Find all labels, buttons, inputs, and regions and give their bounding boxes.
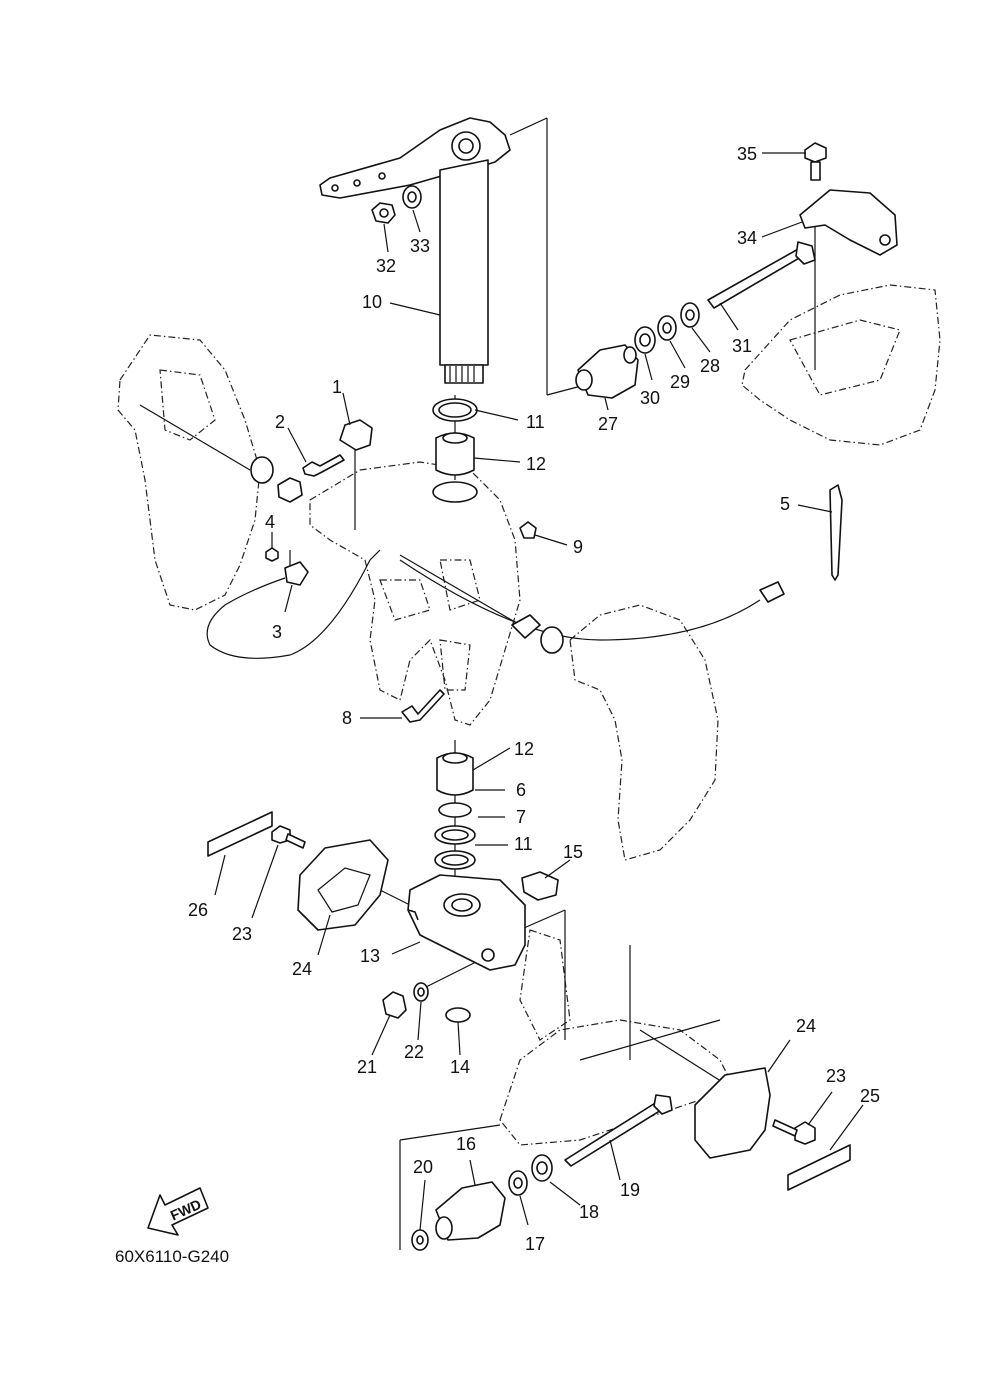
- callout-1: 1: [332, 377, 342, 397]
- callout-24-right: 24: [796, 1016, 816, 1036]
- callout-3: 3: [272, 622, 282, 642]
- grommet-9: [519, 521, 537, 539]
- steering-shaft: [439, 159, 489, 366]
- callout-23-left: 23: [232, 924, 252, 944]
- callout-7: 7: [516, 807, 526, 827]
- callout-28: 28: [700, 356, 720, 376]
- trim-switch-3: [284, 561, 309, 586]
- lower-cowling-mount: [741, 284, 941, 446]
- callout-16: 16: [456, 1134, 476, 1154]
- o-ring-6: [438, 802, 472, 818]
- bolt-23-right: [794, 1121, 816, 1145]
- clamp-bracket-right: [569, 604, 719, 861]
- callout-31: 31: [732, 336, 752, 356]
- callout-15: 15: [563, 842, 583, 862]
- label-26: [207, 811, 273, 857]
- exhaust-housing: [499, 929, 731, 1146]
- callout-leaders: [214, 152, 864, 1231]
- clip-14: [445, 1007, 471, 1023]
- callout-29: 29: [670, 372, 690, 392]
- bracket-34: [799, 189, 898, 256]
- callout-30: 30: [640, 388, 660, 408]
- callout-33: 33: [410, 236, 430, 256]
- cover-24-left: [297, 839, 389, 931]
- callout-25: 25: [860, 1086, 880, 1106]
- callout-14: 14: [450, 1057, 470, 1077]
- diagram-code: 60X6110-G240: [115, 1247, 229, 1266]
- callout-6: 6: [516, 780, 526, 800]
- callout-9: 9: [573, 537, 583, 557]
- callout-8: 8: [342, 708, 352, 728]
- callout-2: 2: [275, 412, 285, 432]
- callout-12-bottom: 12: [514, 739, 534, 759]
- callout-21: 21: [357, 1057, 377, 1077]
- bolt-31: [707, 247, 807, 309]
- collar: [277, 477, 303, 503]
- callout-23-right: 23: [826, 1066, 846, 1086]
- callout-labels: 1 2 3 4 5 6 7 8 9 10 11 11 12 12 13 14 1…: [188, 144, 880, 1254]
- bolt-2: [302, 454, 345, 477]
- cover-24-right: [694, 1067, 771, 1159]
- cable-tie-5: [829, 484, 843, 581]
- mount-rubber-27: [577, 344, 639, 399]
- lower-mount-housing-13: [407, 874, 526, 971]
- label-25: [787, 1144, 851, 1191]
- callout-34: 34: [737, 228, 757, 248]
- callout-13: 13: [360, 946, 380, 966]
- swivel-bracket: [309, 461, 521, 726]
- callout-32: 32: [376, 256, 396, 276]
- screw-8: [401, 689, 445, 723]
- callout-22: 22: [404, 1042, 424, 1062]
- mount-rubber-16: [435, 1181, 506, 1241]
- clamp-bracket-left: [117, 334, 261, 611]
- stopper-15: [521, 871, 559, 901]
- callout-27: 27: [598, 414, 618, 434]
- bolt-35: [804, 142, 827, 163]
- cap-nut-21: [382, 991, 407, 1019]
- callout-11-bottom: 11: [514, 834, 533, 854]
- callout-20: 20: [413, 1157, 433, 1177]
- callout-10: 10: [362, 292, 382, 312]
- bolt-19: [564, 1099, 667, 1167]
- callout-19: 19: [620, 1180, 640, 1200]
- clip-1: [339, 419, 373, 451]
- callout-24-left: 24: [292, 959, 312, 979]
- swivel-bracket-detail: [379, 559, 481, 691]
- connector: [759, 581, 785, 603]
- callout-12-top: 12: [526, 454, 546, 474]
- callout-18: 18: [579, 1202, 599, 1222]
- fwd-arrow: FWD: [147, 1187, 209, 1236]
- callout-5: 5: [780, 494, 790, 514]
- callout-4: 4: [265, 512, 275, 532]
- callout-26: 26: [188, 900, 208, 920]
- callout-11-top: 11: [526, 412, 545, 432]
- callout-17: 17: [525, 1234, 545, 1254]
- screw-4: [265, 547, 279, 562]
- callout-35: 35: [737, 144, 757, 164]
